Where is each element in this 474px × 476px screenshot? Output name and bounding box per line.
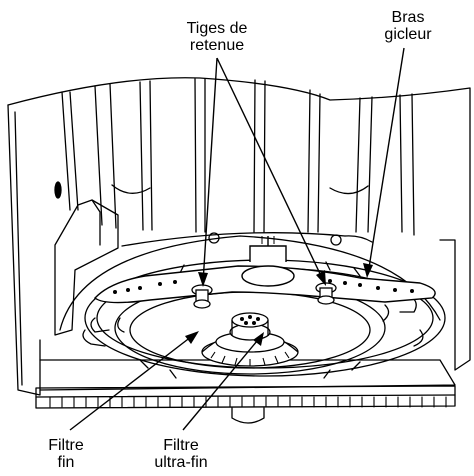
filter-teeth [210, 351, 290, 366]
leader-retaining-rod-left [202, 57, 218, 284]
label-ultra-fine-filter-line1: Filtre [163, 437, 199, 454]
spray-arm [93, 236, 436, 304]
drain-knob [231, 407, 265, 424]
label-spray-arm-line2: gicleur [384, 26, 432, 43]
label-retaining-rods-line1: Tiges de [186, 20, 248, 37]
spray-arm-center-mount [249, 245, 287, 262]
callout-leaders [69, 47, 405, 431]
leader-ultra-fine-filter [182, 334, 263, 431]
spray-arm-holes [113, 279, 414, 294]
filter-assembly [201, 312, 299, 367]
label-fine-filter-line1: Filtre [48, 437, 84, 454]
base-rail-slots [49, 396, 447, 408]
leader-fine-filter [69, 332, 197, 431]
left-panel [54, 199, 119, 336]
arrowhead-rod-left [198, 272, 208, 287]
label-fine-filter-line2: fin [57, 454, 75, 471]
label-fine-filter: Filtre fin [26, 437, 106, 471]
tub-floor [59, 235, 441, 331]
base-rail [35, 385, 456, 409]
spray-arm-hub [241, 265, 295, 287]
arrowhead-spray-arm [363, 263, 373, 278]
retaining-rods [191, 282, 337, 309]
rack-rail [121, 232, 346, 247]
tub-outline [7, 77, 471, 371]
ultra-fine-filter-cap [231, 312, 269, 328]
tub-left-wall [7, 104, 41, 396]
arrowhead-ultra-fine-filter [253, 332, 264, 346]
label-retaining-rods: Tiges de retenue [162, 20, 272, 54]
leader-retaining-rod-right [216, 57, 325, 283]
label-ultra-fine-filter: Filtre ultra-fin [126, 437, 236, 471]
leader-spray-arm [367, 47, 405, 275]
callout-arrowheads [185, 263, 373, 346]
label-retaining-rods-line2: retenue [189, 37, 245, 54]
label-spray-arm: Bras gicleur [363, 9, 453, 43]
label-spray-arm-line1: Bras [391, 9, 425, 26]
tub-ribs [61, 78, 415, 236]
arrowhead-rod-right [316, 270, 326, 286]
arrowhead-fine-filter [185, 331, 199, 344]
label-ultra-fine-filter-line2: ultra-fin [154, 454, 208, 471]
